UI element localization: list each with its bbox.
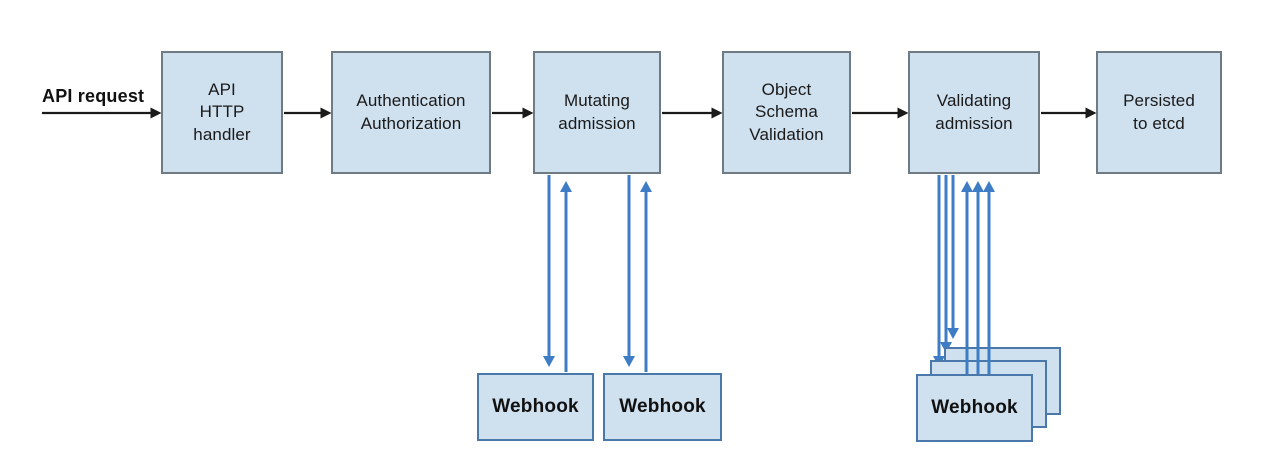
webhook-label: Webhook — [492, 396, 579, 417]
node-api-http-handler[interactable]: API HTTP handler — [161, 51, 283, 174]
node-validating-admission[interactable]: Validating admission — [908, 51, 1040, 174]
node-label: API HTTP handler — [193, 79, 251, 144]
webhook-label: Webhook — [931, 397, 1018, 418]
node-authentication-authorization[interactable]: Authentication Authorization — [331, 51, 491, 174]
node-label: Authentication Authorization — [356, 91, 466, 133]
validating-webhook-downlinks — [933, 175, 959, 367]
node-object-schema-validation[interactable]: Object Schema Validation — [722, 51, 851, 174]
webhook-validating-1[interactable]: Webhook — [916, 374, 1033, 442]
node-label: Validating admission — [935, 91, 1013, 133]
node-label: Object Schema Validation — [749, 79, 824, 144]
node-mutating-admission[interactable]: Mutating admission — [533, 51, 661, 174]
node-persisted-to-etcd[interactable]: Persisted to etcd — [1096, 51, 1222, 174]
webhook-mutating-1[interactable]: Webhook — [477, 373, 594, 441]
node-label: Mutating admission — [558, 91, 636, 133]
webhook-mutating-2[interactable]: Webhook — [603, 373, 722, 441]
mutating-webhook-link-1 — [543, 175, 572, 372]
webhook-label: Webhook — [619, 396, 706, 417]
node-label: Persisted to etcd — [1123, 91, 1195, 133]
entry-label-api-request: API request — [42, 86, 145, 106]
mutating-webhook-link-2 — [623, 175, 652, 372]
